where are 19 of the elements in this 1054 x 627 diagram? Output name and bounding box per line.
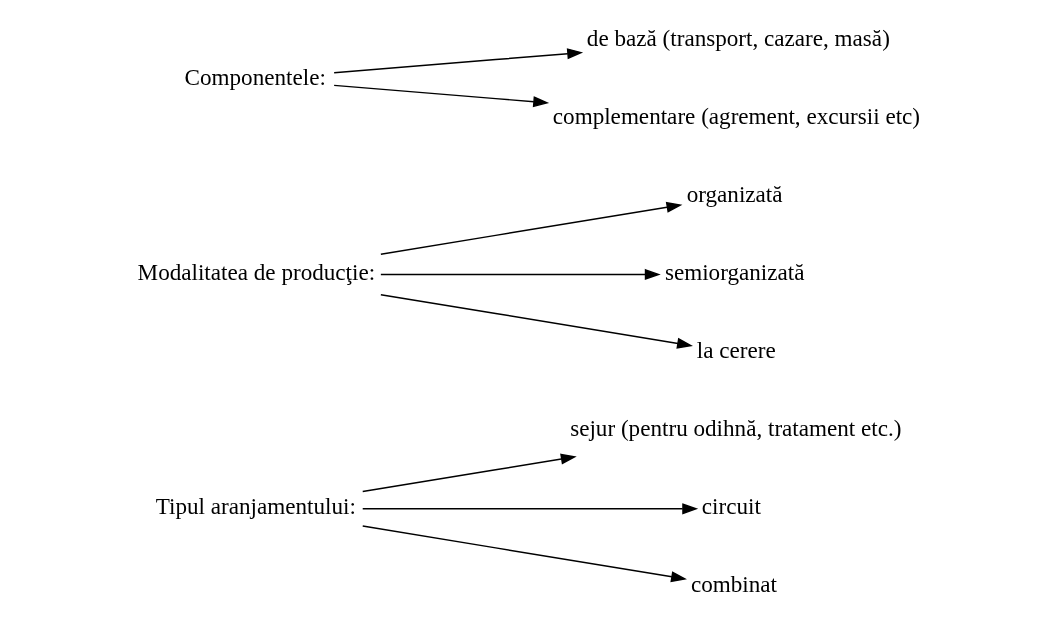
arrow — [379, 293, 693, 349]
node-text: Modalitatea de producţie: — [137, 258, 375, 285]
node-text: combinat — [690, 571, 777, 598]
arrow — [379, 268, 661, 280]
node-text: organizată — [686, 180, 783, 207]
arrow — [361, 525, 687, 583]
arrow — [332, 84, 549, 108]
arrow — [361, 503, 698, 515]
node-text: semiorganizată — [664, 258, 805, 285]
node-text: Componentele: — [184, 63, 326, 90]
arrow — [361, 453, 577, 493]
node-text: Tipul aranjamentului: — [155, 493, 356, 520]
node-text: circuit — [701, 493, 761, 520]
node-text: complementare (agrement, excursii etc) — [552, 102, 920, 129]
arrow — [379, 201, 682, 255]
node-text: de bază (transport, cazare, masă) — [586, 24, 890, 51]
node-text: la cerere — [696, 337, 776, 364]
arrow — [332, 48, 583, 74]
node-text: sejur (pentru odihnă, tratament etc.) — [569, 415, 902, 442]
